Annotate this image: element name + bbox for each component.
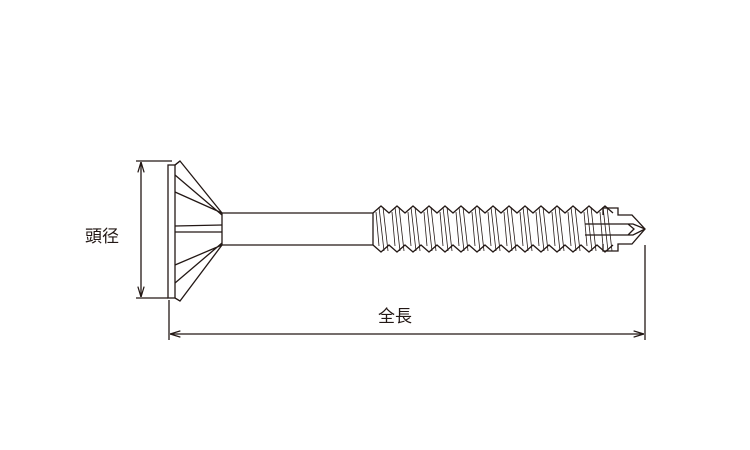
thread-line xyxy=(372,244,614,253)
total-length-label: 全長 xyxy=(378,307,412,327)
head-diameter-label: 頭径 xyxy=(85,227,119,247)
drill-tip xyxy=(585,207,646,252)
total-length-dimension xyxy=(168,245,646,340)
thread-line xyxy=(375,206,613,252)
screw-shank xyxy=(222,212,373,246)
head-diameter-dimension xyxy=(136,160,172,299)
screw-thread xyxy=(372,205,614,253)
screw-head xyxy=(167,160,223,302)
thread-line xyxy=(372,205,614,214)
